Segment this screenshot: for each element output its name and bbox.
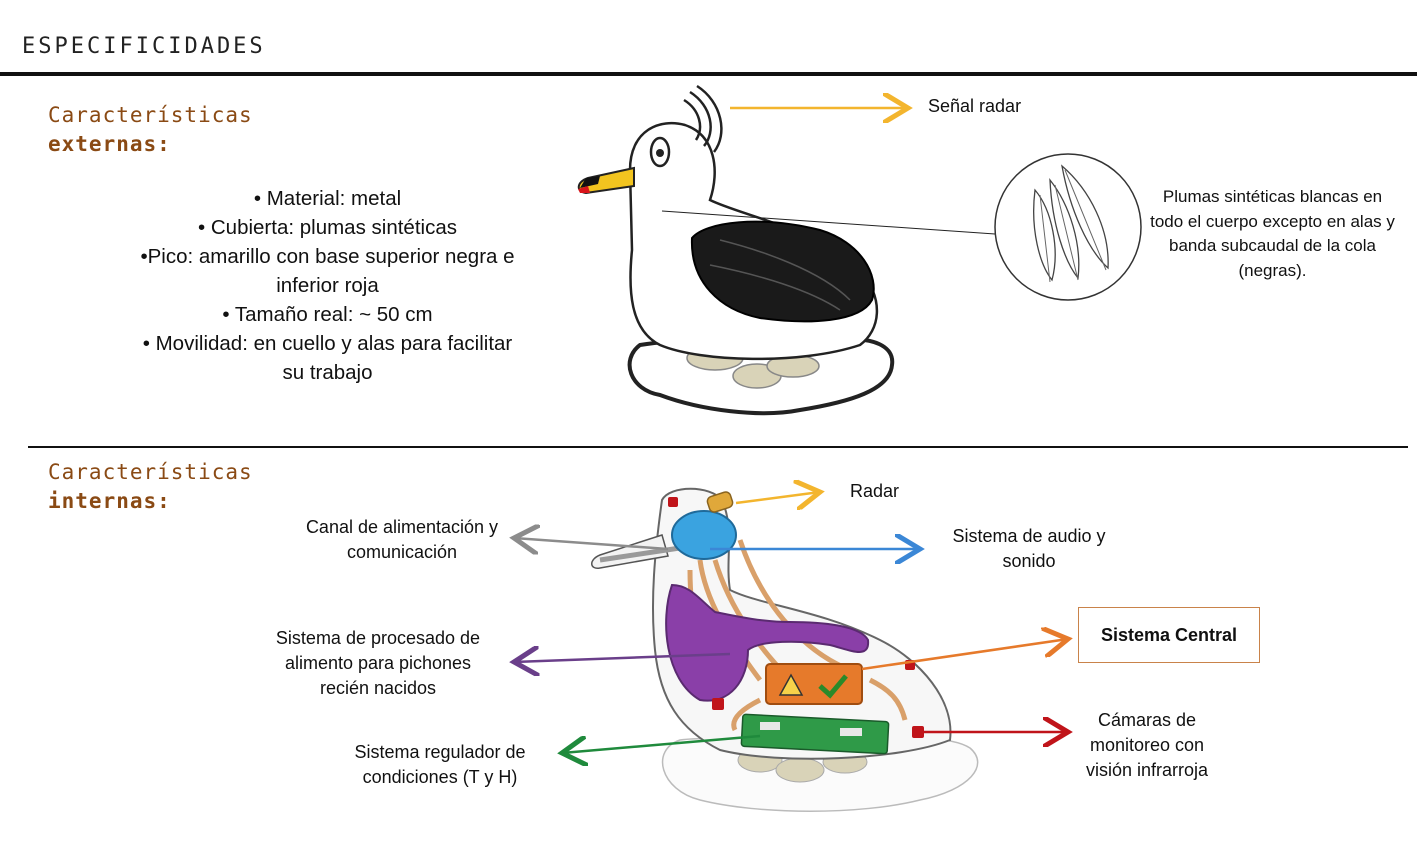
internal-section-label: Características internas: [48, 458, 253, 516]
radar-arrow [735, 492, 820, 503]
top-divider [0, 72, 1417, 76]
feathers-label: Plumas sintéticas blancas en todo el cue… [1150, 187, 1395, 280]
spec-mobility-cont: su trabajo [282, 361, 373, 384]
feeding-channel-label: Canal de alimentación y comunicación [305, 517, 499, 562]
central-arrow [861, 639, 1068, 671]
regulator-arrow [562, 734, 761, 753]
cameras-label: Cámaras de monitoreo con visión infrarro… [1085, 710, 1209, 780]
spec-mobility: • Movilidad: en cuello y alas para facil… [142, 332, 513, 355]
feather-leader-line [661, 210, 996, 235]
feeding-channel-arrow [514, 538, 669, 549]
external-label-line1: Características [48, 103, 253, 127]
page-title: ESPECIFICIDADES [22, 34, 266, 59]
spec-material: • Material: metal [253, 187, 402, 210]
feather-icon [994, 153, 1142, 301]
external-specs-list: • Material: metal • Cubierta: plumas sin… [100, 184, 555, 387]
food-processing-arrow [514, 654, 731, 662]
radar-label: Radar [850, 481, 900, 501]
audio-label: Sistema de audio y sonido [952, 526, 1106, 571]
spec-cover: • Cubierta: plumas sintéticas [198, 216, 457, 239]
external-section-label: Características externas: [48, 101, 253, 159]
regulator-label: Sistema regulador de condiciones (T y H) [354, 742, 526, 787]
food-processing-label: Sistema de procesado de alimento para pi… [275, 628, 481, 698]
internal-bird-illustration [591, 487, 979, 812]
section-divider [28, 446, 1408, 448]
radar-signal-label: Señal radar [928, 96, 1022, 116]
external-label-line2: externas: [48, 132, 171, 156]
external-bird-illustration [577, 84, 895, 416]
central-system-box: Sistema Central [1078, 607, 1260, 663]
spec-size: • Tamaño real: ~ 50 cm [222, 303, 433, 326]
internal-label-line2: internas: [48, 489, 171, 513]
spec-beak: •Pico: amarillo con base superior negra … [140, 245, 515, 268]
internal-label-line1: Características [48, 460, 253, 484]
spec-beak-cont: inferior roja [276, 274, 379, 297]
